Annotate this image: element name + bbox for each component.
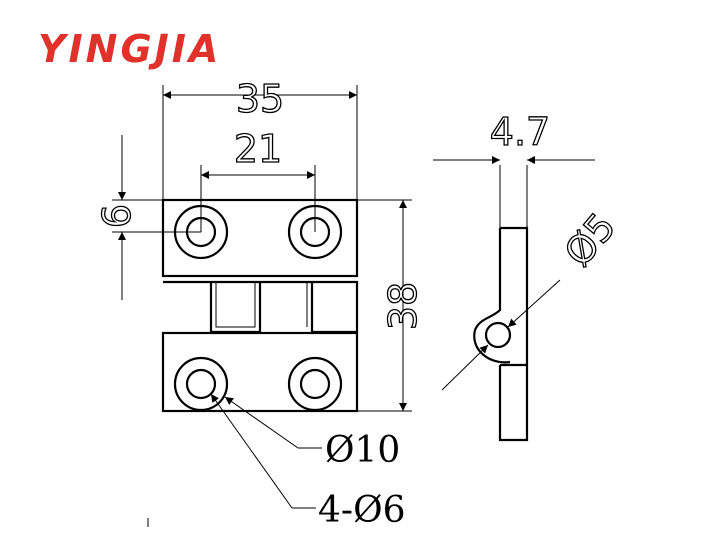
brand-logo: YINGJIA <box>38 27 221 71</box>
leader-counterbore: Ø10 <box>224 396 400 471</box>
mounting-holes <box>173 204 343 412</box>
svg-text:Ø5: Ø5 <box>556 205 624 275</box>
svg-text:Ø10: Ø10 <box>325 430 400 471</box>
svg-text:21: 21 <box>234 127 282 171</box>
svg-text:4.7: 4.7 <box>490 110 550 154</box>
leader-holes: 4-Ø6 <box>210 393 406 531</box>
dimension-35: 35 <box>162 76 358 200</box>
dimension-38: 38 <box>357 199 426 412</box>
dimension-6: 6 <box>94 135 201 300</box>
svg-text:35: 35 <box>236 77 284 121</box>
side-view: 4.7 Ø5 <box>433 109 625 442</box>
svg-text:6: 6 <box>95 204 139 228</box>
svg-text:38: 38 <box>381 282 425 330</box>
dimension-21: 21 <box>200 126 316 232</box>
svg-text:4-Ø6: 4-Ø6 <box>318 490 406 531</box>
